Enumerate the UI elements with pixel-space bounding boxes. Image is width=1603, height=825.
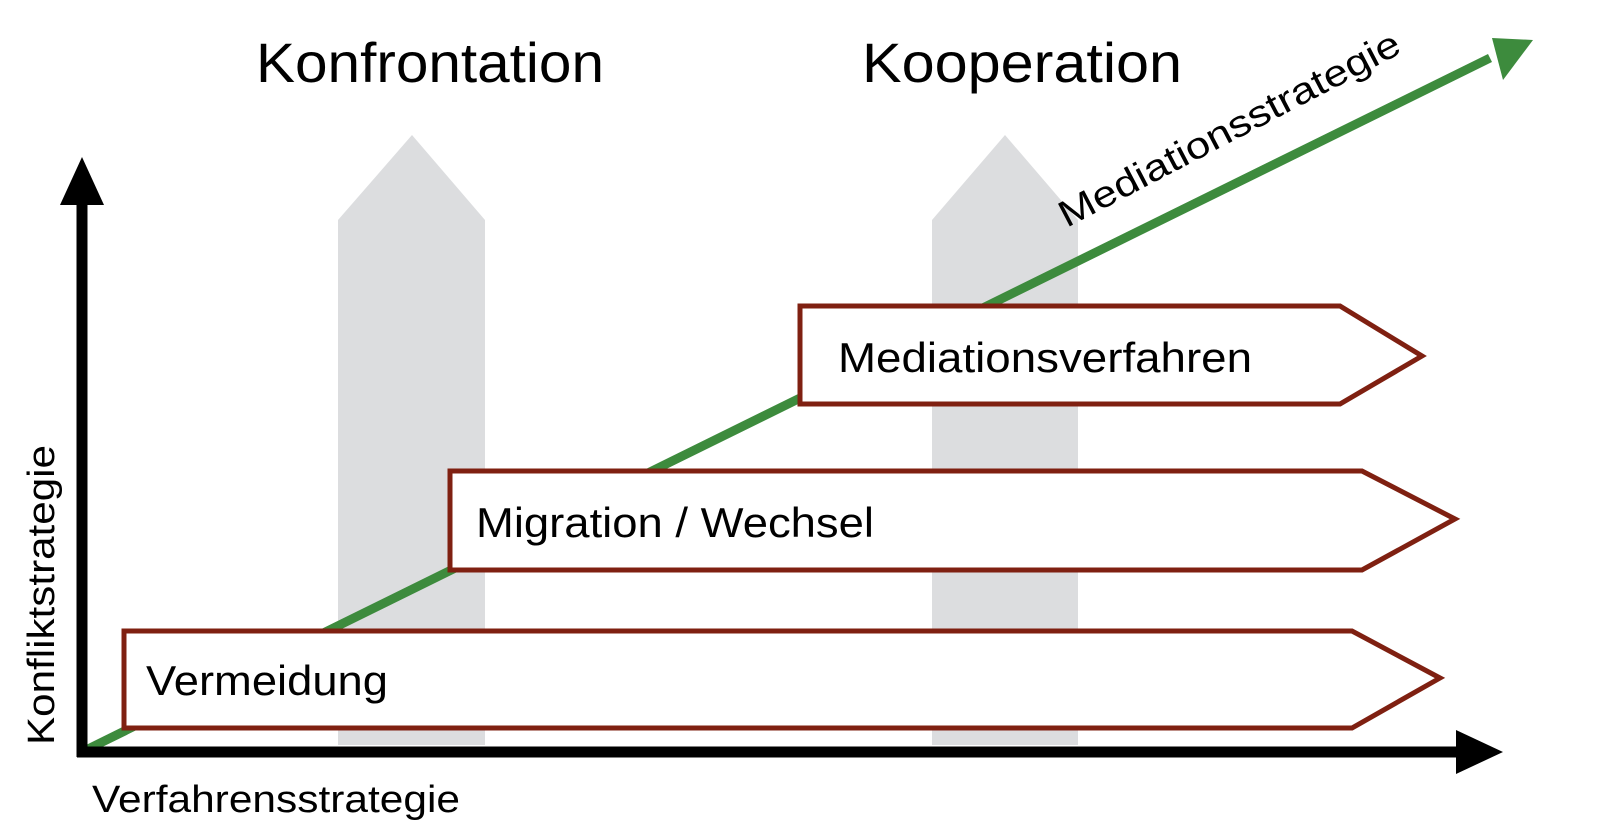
mediation-trend-arrowhead	[1492, 38, 1533, 80]
stage-box-mediationsverfahren	[797, 303, 1427, 407]
confrontation-column-arrow	[338, 135, 485, 745]
stage-label-vermeidung: Vermeidung	[146, 657, 388, 704]
x-axis-arrowhead	[1456, 730, 1503, 774]
stage-box-vermeidung	[121, 628, 1446, 731]
stage-label-mediationsverfahren: Mediationsverfahren	[838, 334, 1252, 381]
stage-box-migration	[447, 468, 1461, 573]
y-axis-label: Konfliktstrategie	[21, 445, 63, 745]
cooperation-column-arrow	[932, 135, 1078, 745]
column-title-konfrontation: Konfrontation	[256, 31, 604, 94]
stage-label-migration: Migration / Wechsel	[476, 499, 874, 546]
column-title-kooperation: Kooperation	[862, 31, 1182, 94]
x-axis-label: Verfahrensstrategie	[92, 779, 460, 821]
y-axis-arrowhead	[60, 157, 104, 205]
